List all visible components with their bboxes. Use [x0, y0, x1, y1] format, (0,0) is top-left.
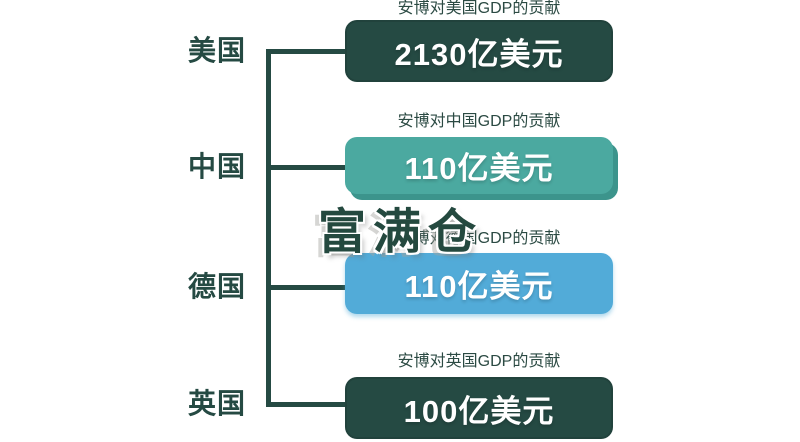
watermark-shadow-text: 富满仓: [312, 208, 478, 264]
value-box-uk: 100亿美元: [345, 377, 613, 439]
connector-branch-uk: [266, 402, 348, 407]
value-text-usa: 2130亿美元: [394, 36, 564, 72]
country-label-usa: 美国: [188, 35, 247, 66]
value-box-usa: 2130亿美元: [345, 20, 613, 82]
connector-branch-usa: [266, 49, 348, 54]
connector-trunk-line: [266, 49, 271, 406]
connector-branch-germany: [266, 285, 348, 290]
watermark-text: 富满仓: [318, 204, 484, 260]
value-text-germany: 110亿美元: [404, 269, 554, 304]
value-text-uk: 100亿美元: [403, 393, 555, 429]
value-text-china: 110亿美元: [404, 151, 554, 186]
country-label-germany: 德国: [188, 271, 247, 302]
country-label-china: 中国: [188, 151, 247, 182]
connector-branch-china: [266, 165, 348, 170]
box-title-china: 安博对中国GDP的贡献: [397, 113, 561, 130]
box-title-uk: 安博对英国GDP的贡献: [397, 353, 561, 370]
box-title-usa: 安博对美国GDP的贡献: [397, 0, 561, 17]
box-title-germany: 安博对德国GDP的贡献: [397, 230, 561, 247]
value-box-china: 110亿美元: [345, 137, 613, 194]
country-label-uk: 英国: [188, 388, 247, 419]
value-box-germany: 110亿美元: [345, 253, 613, 314]
